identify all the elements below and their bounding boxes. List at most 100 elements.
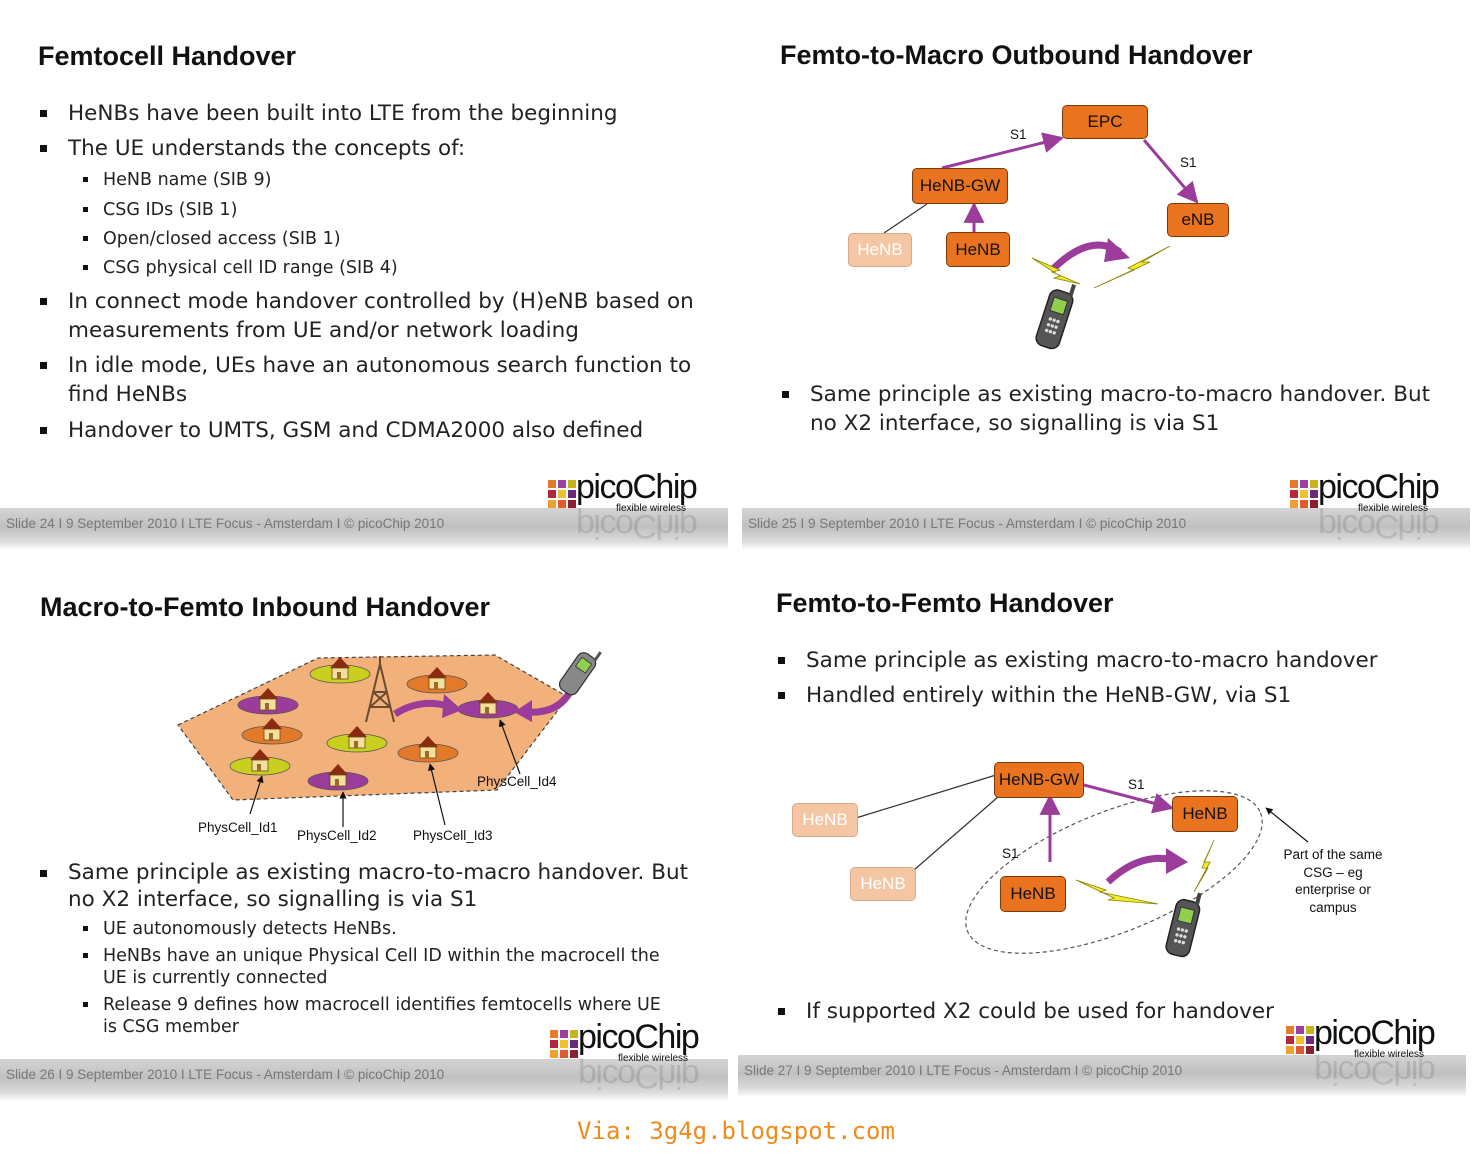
sub-bullet: CSG physical cell ID range (SIB 4): [81, 257, 398, 279]
slide-26: Macro-to-Femto Inbound Handover: [0, 552, 728, 1102]
logo-tagline: flexible wireless: [1354, 1049, 1425, 1060]
bullet: Handled entirely within the HeNB-GW, via…: [778, 681, 1291, 710]
henb-gw-node: HeNB-GW: [912, 168, 1008, 204]
sub-bullet: Release 9 defines how macrocell identifi…: [81, 994, 661, 1038]
epc-node: EPC: [1062, 105, 1148, 139]
slide-footer: Slide 26 I 9 September 2010 I LTE Focus …: [0, 1059, 728, 1101]
footer-text: Slide 26 I 9 September 2010 I LTE Focus …: [6, 1067, 445, 1082]
logo-word: picoChip: [1318, 468, 1440, 506]
sub-bullet: UE autonomously detects HeNBs.: [81, 918, 397, 940]
picochip-logo: picoChip flexible wireless picoChip: [548, 1018, 718, 1095]
csg-note-line: enterprise or: [1295, 882, 1371, 897]
handover-arrow-icon: [1105, 854, 1175, 885]
slide-24: Femtocell Handover HeNBs have been built…: [0, 0, 728, 550]
footer-text: Slide 25 I 9 September 2010 I LTE Focus …: [748, 516, 1187, 531]
bullet-line: Same principle as existing macro-to-macr…: [68, 860, 689, 885]
lightning-icon: [1093, 245, 1171, 289]
handover-arrowhead: [1104, 238, 1130, 262]
henb-source-node: HeNB: [1000, 876, 1066, 912]
bullet: In connect mode handover controlled by (…: [40, 287, 694, 345]
picochip-logo: picoChip flexible wireless picoChip: [1284, 1014, 1454, 1091]
logo-word: picoChip: [576, 468, 698, 506]
s1-link-epc-enb: [1142, 139, 1199, 204]
logo-word: picoChip: [1314, 1014, 1436, 1052]
pointer-line: [249, 775, 264, 815]
handover-arrowhead: [442, 694, 462, 718]
bullet-line: no X2 interface, so signalling is via S1: [810, 411, 1220, 436]
csg-note: Part of the same CSG – eg enterprise or …: [1274, 846, 1392, 916]
lightning-icon: [1031, 257, 1081, 285]
pointer-line: [1265, 807, 1309, 843]
slide-title: Femtocell Handover: [38, 41, 297, 71]
logo-tagline: flexible wireless: [616, 503, 687, 514]
network-diagram: [883, 132, 1199, 350]
s1-label: S1: [1128, 777, 1145, 792]
femto-network-diagram: [855, 774, 1309, 958]
bullet: The UE understands the concepts of:: [40, 134, 465, 163]
henb-node-faded: HeNB: [848, 233, 912, 267]
sub-bullet: Open/closed access (SIB 1): [81, 228, 341, 250]
footer-text: Slide 24 I 9 September 2010 I LTE Focus …: [6, 516, 445, 531]
logo-reflection: picoChip: [1318, 507, 1439, 545]
bullet-line: Same principle as existing macro-to-macr…: [810, 382, 1431, 407]
henb-node-faded: HeNB: [792, 803, 858, 837]
pointer-line: [498, 719, 521, 775]
csg-note-line: campus: [1309, 899, 1357, 915]
radio-tower-icon: [365, 656, 395, 723]
bullet-line: In connect mode handover controlled by (…: [68, 289, 694, 314]
slide-title: Femto-to-Macro Outbound Handover: [780, 40, 1253, 70]
logo-reflection: picoChip: [576, 507, 697, 545]
slide-footer: Slide 25 I 9 September 2010 I LTE Focus …: [742, 508, 1470, 550]
slide-footer: Slide 27 I 9 September 2010 I LTE Focus …: [738, 1055, 1466, 1097]
logo-reflection: picoChip: [1314, 1053, 1435, 1091]
sub-bullet-line: Release 9 defines how macrocell identifi…: [103, 995, 661, 1015]
csg-note-line: CSG – eg: [1303, 864, 1363, 880]
henb-gw-node: HeNB-GW: [994, 762, 1084, 798]
bullet: HeNBs have been built into LTE from the …: [40, 99, 617, 128]
enb-node: eNB: [1167, 203, 1229, 237]
logo-tagline: flexible wireless: [618, 1053, 689, 1064]
picochip-logo: picoChip flexible wireless picoChip: [1288, 468, 1458, 545]
henb-node-faded: HeNB: [850, 867, 916, 901]
s1-label: S1: [1180, 155, 1197, 170]
lightning-icon: [1075, 879, 1159, 905]
mobile-phone-icon: [1035, 284, 1077, 350]
sub-bullet: HeNB name (SIB 9): [81, 169, 271, 191]
link-faded-henb-gw: [913, 789, 1007, 871]
csg-note-line: Part of the same: [1283, 847, 1383, 862]
henb-node: HeNB: [946, 232, 1010, 267]
handover-arrowhead: [514, 700, 532, 722]
logo-word: picoChip: [578, 1018, 700, 1056]
mobile-phone-icon: [1165, 892, 1202, 958]
bullet: In idle mode, UEs have an autonomous sea…: [40, 351, 691, 409]
s1-link-gw-target: [1083, 783, 1175, 814]
slide-title: Macro-to-Femto Inbound Handover: [40, 592, 490, 622]
bullet: Same principle as existing macro-to-macr…: [778, 646, 1378, 675]
logo-reflection: picoChip: [578, 1057, 699, 1095]
bullet-line: In idle mode, UEs have an autonomous sea…: [68, 353, 692, 378]
handover-arrowhead: [1166, 848, 1188, 874]
slide-27: Femto-to-Femto Handover Same principle a…: [738, 552, 1466, 1102]
s1-label: S1: [1010, 127, 1027, 142]
bullet: Handover to UMTS, GSM and CDMA2000 also …: [40, 416, 643, 445]
s1-label: S1: [1002, 846, 1019, 861]
bullet-line: no X2 interface, so signalling is via S1: [68, 887, 478, 912]
logo-tagline: flexible wireless: [1358, 503, 1429, 514]
link-faded-henb-gw: [855, 774, 997, 819]
sub-bullet-line: HeNBs have an unique Physical Cell ID wi…: [103, 946, 660, 966]
physcell-label: PhysCell_Id1: [198, 820, 278, 835]
macrocell-diagram: [177, 651, 602, 827]
physcell-label: PhysCell_Id2: [297, 828, 377, 843]
sub-bullet: CSG IDs (SIB 1): [81, 199, 237, 221]
physcell-label: PhysCell_Id3: [413, 828, 493, 843]
physcell-label: PhysCell_Id4: [477, 774, 557, 789]
sub-bullet: HeNBs have an unique Physical Cell ID wi…: [81, 945, 660, 989]
s1-link-gw-epc: [941, 132, 1065, 170]
bullet: Same principle as existing macro-to-macr…: [782, 380, 1430, 438]
mobile-phone-icon: [558, 651, 602, 696]
bullet-line: measurements from UE and/or network load…: [68, 318, 579, 343]
sub-bullet-line: UE is currently connected: [103, 968, 328, 988]
pointer-line: [428, 763, 446, 826]
lightning-icon: [1193, 839, 1215, 893]
henb-target-node: HeNB: [1172, 796, 1238, 832]
